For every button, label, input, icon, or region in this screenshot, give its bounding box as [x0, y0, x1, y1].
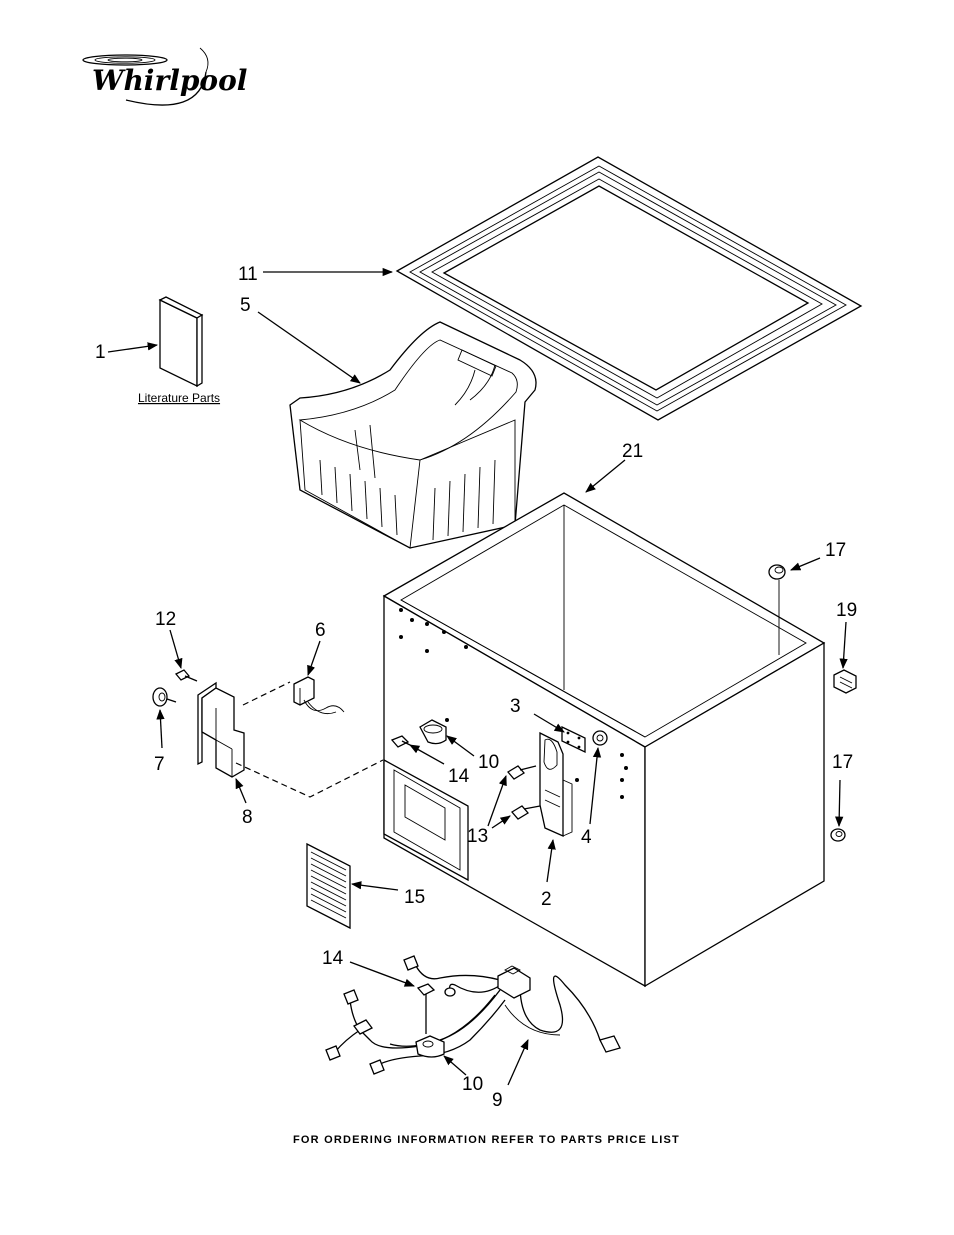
literature-booklet [158, 296, 204, 388]
callout-14-bottom: 14 [322, 948, 344, 969]
callout-7: 7 [154, 754, 165, 775]
plug-button-top [768, 564, 786, 580]
ordering-footer: FOR ORDERING INFORMATION REFER TO PARTS … [293, 1134, 680, 1146]
screw-14a [390, 735, 411, 748]
control-housing [197, 681, 245, 778]
freezer-cabinet [382, 492, 826, 988]
callout-numbers: 11 5 1 21 17 19 12 6 7 8 3 10 14 13 4 17… [95, 264, 857, 1111]
callout-2: 2 [541, 889, 552, 910]
lid-gasket [395, 156, 863, 421]
callout-4: 4 [581, 827, 592, 848]
callout-15: 15 [404, 887, 425, 908]
callout-5: 5 [240, 295, 251, 316]
plug-button-side [830, 828, 846, 842]
literature-parts-label: Literature Parts [138, 391, 220, 405]
hinge-screws [507, 765, 541, 820]
vent-grille [306, 842, 351, 930]
callout-13: 13 [467, 826, 488, 847]
wire-harness [325, 955, 621, 1075]
callout-11: 11 [238, 264, 258, 285]
hinge-bumper [592, 730, 608, 746]
callout-leaders [107, 267, 848, 1086]
callout-19: 19 [836, 600, 857, 621]
callout-17-top: 17 [825, 540, 846, 561]
callout-17-side: 17 [832, 752, 853, 773]
thermostat-clip [419, 719, 447, 745]
callout-21: 21 [622, 441, 643, 462]
callout-10-top: 10 [478, 752, 499, 773]
harness-clip [415, 1035, 445, 1058]
callout-1: 1 [95, 342, 106, 363]
control-knob [152, 687, 177, 707]
callout-14-top: 14 [448, 766, 470, 787]
lid-hinge [539, 731, 573, 838]
whirlpool-logo: Whirlpool [82, 47, 247, 106]
callout-12: 12 [155, 609, 176, 630]
drain-plug [833, 669, 857, 694]
callout-8: 8 [242, 807, 253, 828]
storage-basket [289, 321, 537, 549]
thermostat [293, 676, 345, 715]
callout-9: 9 [492, 1090, 503, 1111]
control-screw [174, 669, 198, 682]
callout-10-bottom: 10 [462, 1074, 483, 1095]
callout-6: 6 [315, 620, 326, 641]
callout-3: 3 [510, 696, 521, 717]
harness-screw [416, 983, 436, 1034]
brand-name: Whirlpool [92, 64, 247, 97]
hinge-plate [561, 725, 586, 754]
